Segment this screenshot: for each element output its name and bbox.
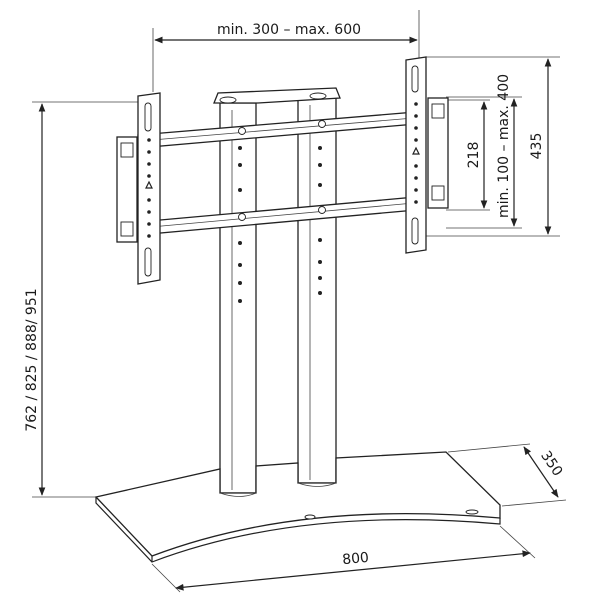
vesa-fixed-label: 218 xyxy=(466,142,482,169)
base-width-label: 800 xyxy=(342,550,370,569)
top-cap xyxy=(213,87,341,104)
vesa-range-dimension: min. 100 – max. 400 xyxy=(446,74,522,229)
base-plate xyxy=(94,451,501,563)
total-height-label: 762 / 825 / 888/ 951 xyxy=(24,288,40,431)
left-bracket xyxy=(116,92,161,285)
width-dimension: min. 300 – max. 600 xyxy=(152,10,420,92)
right-bracket xyxy=(405,56,449,254)
vesa-range-label: min. 100 – max. 400 xyxy=(496,74,512,218)
bracket-height-label: 435 xyxy=(529,133,545,160)
base-depth-label: 350 xyxy=(537,448,565,479)
width-range-label: min. 300 – max. 600 xyxy=(217,22,361,38)
total-height-dimension: 762 / 825 / 888/ 951 xyxy=(24,101,146,498)
column-posts xyxy=(219,97,337,494)
bracket-height-dimension: 435 xyxy=(425,56,560,237)
mounting-arms xyxy=(137,111,417,236)
base-width-dimension: 800 xyxy=(151,525,536,593)
vesa-fixed-dimension: 218 xyxy=(446,99,490,211)
